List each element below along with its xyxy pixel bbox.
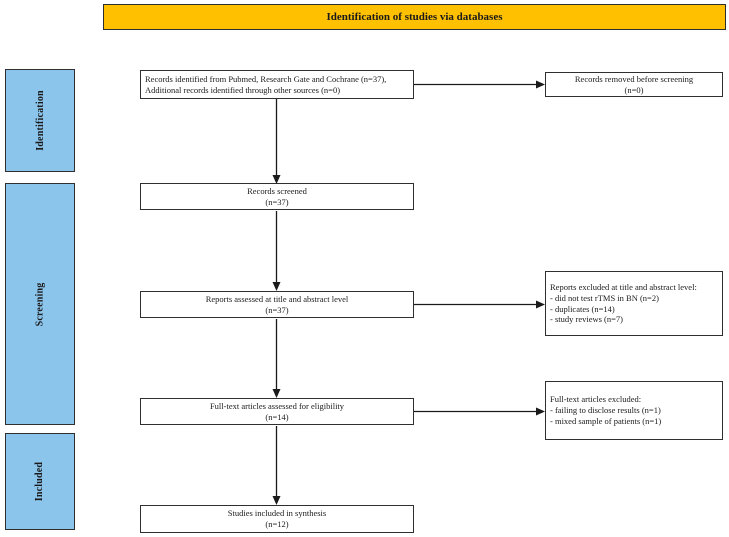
- arrow-identified-to-removed: [414, 80, 545, 89]
- box-reports-excluded: Reports excluded at title and abstract l…: [545, 271, 723, 336]
- stage-screening: Screening: [5, 183, 75, 425]
- box-fulltext-assessed: Full-text articles assessed for eligibil…: [140, 398, 414, 425]
- arrow-fulltext-to-excluded: [414, 407, 545, 416]
- stage-screening-label: Screening: [34, 282, 46, 326]
- stage-included-label: Included: [34, 461, 46, 502]
- title-banner-label: Identification of studies via databases: [326, 11, 503, 23]
- title-banner: Identification of studies via databases: [103, 4, 726, 30]
- box-records-removed: Records removed before screening (n=0): [545, 72, 723, 97]
- stage-identification: Identification: [5, 69, 75, 172]
- stage-included: Included: [5, 433, 75, 530]
- box-records-identified: Records identified from Pubmed, Research…: [140, 70, 414, 99]
- arrow-assessed-to-fulltext: [272, 319, 281, 398]
- arrow-identified-to-screened: [272, 99, 281, 184]
- arrow-screened-to-assessed: [272, 211, 281, 291]
- box-reports-assessed: Reports assessed at title and abstract l…: [140, 291, 414, 318]
- box-studies-included: Studies included in synthesis (n=12): [140, 505, 414, 533]
- stage-identification-label: Identification: [34, 90, 46, 151]
- box-fulltext-excluded: Full-text articles excluded: - failing t…: [545, 381, 723, 440]
- box-records-screened: Records screened (n=37): [140, 183, 414, 210]
- arrow-assessed-to-excluded: [414, 300, 545, 309]
- arrow-fulltext-to-included: [272, 426, 281, 505]
